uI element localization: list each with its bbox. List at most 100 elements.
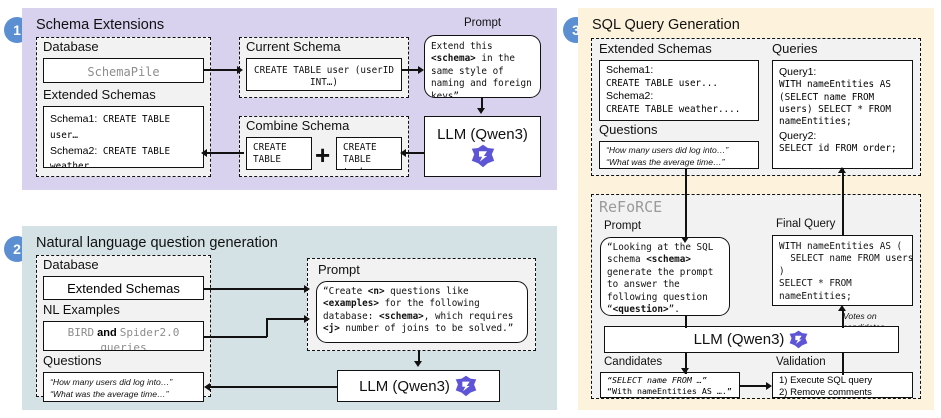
- panel3-final-query-text: WITH nameEntities AS ( SELECT name FROM …: [779, 241, 913, 302]
- panel-schema-extensions: Schema Extensions Database SchemaPile Ex…: [22, 8, 557, 190]
- arrow-finalquery-to-queries-head: [838, 167, 846, 173]
- panel2-prompt-label: Prompt: [318, 262, 360, 277]
- panel1-database-value-box: SchemaPile: [43, 58, 204, 83]
- arrow-schemas-to-prompt-head: [304, 285, 310, 293]
- arrow-nl-to-prompt-a: [204, 336, 267, 338]
- arrow-prompt-to-llm-head: [414, 361, 422, 367]
- panel2-questions-box: “How many users did log into…” “What was…: [43, 372, 204, 402]
- arrow-llm-to-combine-head: [400, 149, 406, 157]
- panel1-title: Schema Extensions: [36, 17, 165, 33]
- arrow-llm-to-questions-head: [204, 383, 210, 391]
- panel1-prompt-box: Extend this <schema> in the same style o…: [424, 35, 541, 98]
- panel3-llm-box: LLM (Qwen3): [604, 326, 899, 353]
- arrow-schemas-to-prompt3: [685, 169, 687, 240]
- panel3-validation-label: Validation: [776, 356, 826, 368]
- panel1-current-schema-box: CREATE TABLE user (userID INT…): [246, 58, 402, 91]
- arrow-combine-to-extended: [206, 152, 244, 154]
- arrow-validation-to-llm: [842, 353, 844, 375]
- panel3-llm-label: LLM (Qwen3): [693, 331, 785, 348]
- panel3-title: SQL Query Generation: [592, 17, 740, 33]
- panel3-final-query-label: Final Query: [776, 218, 836, 230]
- panel3-candidates-label: Candidates: [604, 356, 663, 368]
- panel2-questions-label: Questions: [43, 353, 102, 368]
- panel2-database-label: Database: [43, 257, 99, 272]
- arrow-nl-to-prompt-c: [266, 318, 305, 320]
- arrow-llm-to-finalquery: [842, 308, 844, 328]
- panel3-prompt-text: “Looking at the SQL schema <schema> gene…: [607, 242, 714, 316]
- qwen-logo-icon: [790, 330, 808, 349]
- arrow-db-to-current-head: [237, 66, 243, 74]
- arrow-llm-to-candidates: [685, 353, 687, 374]
- arrow-current-to-prompt-head: [418, 66, 424, 74]
- arrow-prompt-to-llm: [418, 351, 420, 363]
- panel3-prompt-box: “Looking at the SQL schema <schema> gene…: [600, 237, 730, 316]
- panel3-validation-step-1: 1) Execute SQL query: [779, 375, 873, 386]
- panel2-llm-label: LLM (Qwen3): [359, 377, 450, 395]
- arrow-schemas-to-prompt3-head: [681, 237, 689, 243]
- panel3-candidate-1: “SELECT name FROM …”: [607, 375, 707, 385]
- panel3-query2-value: SELECT id FROM order;: [779, 142, 897, 154]
- panel2-nl-examples-label: NL Examples: [43, 302, 120, 317]
- panel1-schema1-key: Schema1:: [50, 113, 98, 125]
- panel1-schema2-value: CREATE TABLE weather…: [50, 145, 171, 168]
- panel1-schema2-key: Schema2:: [50, 144, 98, 157]
- panel3-question-2: “What was the average time…”: [606, 157, 725, 168]
- panel3-prompt-label: Prompt: [604, 220, 642, 232]
- arrow-candidates-to-validation: [740, 385, 768, 387]
- panel2-nl-examples-text: BIRD and Spider2.0 queries: [67, 326, 180, 351]
- panel-sql-query-generation: SQL Query Generation Extended Schemas Sc…: [578, 8, 934, 410]
- panel1-prompt-label: Prompt: [464, 17, 502, 29]
- panel3-questions-box: “How many users did log into…” “What was…: [599, 141, 759, 169]
- arrow-schemas-to-prompt: [204, 288, 305, 290]
- panel3-extended-schemas-label: Extended Schemas: [599, 41, 712, 56]
- panel3-extended-schemas-box: Schema1: CREATE TABLE user... Schema2: C…: [599, 60, 759, 121]
- panel1-plus-sign: +: [315, 140, 331, 170]
- arrow-finalquery-to-queries: [842, 169, 844, 236]
- panel3-validation-step-2: 2) Remove comments: [779, 386, 872, 398]
- panel3-final-query-box: WITH nameEntities AS ( SELECT name FROM …: [772, 235, 913, 306]
- panel3-schema1-value: CREATE TABLE user...: [606, 77, 718, 89]
- panel3-schema2-key: Schema2:: [606, 90, 654, 103]
- panel3-reforce-label: ReFoRCE: [599, 198, 663, 216]
- panel1-combine-left-box: CREATE TABLE user (userID INT…: [246, 137, 312, 170]
- panel1-prompt-text: Extend this <schema> in the same style o…: [431, 41, 532, 98]
- panel1-combine-right: CREATE TABLE task (taskId…: [343, 142, 377, 169]
- arrow-combine-to-extended-head: [201, 149, 207, 157]
- panel1-combine-right-box: CREATE TABLE task (taskId…: [336, 137, 402, 170]
- panel1-llm-box: LLM (Qwen3): [424, 116, 541, 177]
- arrow-llm-to-finalquery-head: [838, 305, 846, 311]
- panel2-database-value-box: Extended Schemas: [43, 276, 204, 300]
- panel1-database-value: SchemaPile: [87, 65, 160, 79]
- arrow-prompt-to-llm-head: [477, 108, 485, 114]
- panel3-question-1: “How many users did log into…”: [606, 145, 729, 155]
- panel1-llm-label: LLM (Qwen3): [437, 125, 528, 143]
- panel2-database-value: Extended Schemas: [67, 281, 180, 296]
- arrow-candidates-to-validation-head: [766, 382, 772, 390]
- panel1-database-label: Database: [43, 39, 99, 54]
- panel2-prompt-box: “Create <n> questions like <examples> fo…: [316, 281, 528, 343]
- panel3-query1-key: Query1:: [779, 66, 817, 78]
- panel1-current-schema-value: CREATE TABLE user (userID INT…): [254, 65, 394, 89]
- panel2-prompt-text: “Create <n> questions like <examples> fo…: [323, 286, 514, 335]
- panel1-combine-left: CREATE TABLE user (userID INT…: [253, 142, 287, 169]
- arrow-current-to-prompt: [402, 69, 422, 71]
- qwen-logo-icon: [471, 144, 494, 167]
- arrow-prompt-to-llm: [481, 98, 483, 110]
- arrow-nl-to-prompt-head: [304, 315, 310, 323]
- arrow-llm-to-questions: [209, 386, 337, 388]
- arrow-prompt-to-llm3: [685, 316, 687, 328]
- panel3-queries-box: Query1: WITH nameEntities AS (SELECT nam…: [772, 60, 913, 169]
- panel3-validation-box: 1) Execute SQL query 2) Remove comments: [772, 372, 913, 398]
- arrow-db-to-current: [204, 69, 237, 71]
- panel-nl-question-generation: Natural language question generation Dat…: [22, 226, 557, 410]
- panel2-question-1: “How many users did log into…”: [50, 377, 173, 387]
- arrow-nl-to-prompt-b: [266, 318, 268, 337]
- panel3-query2-key: Query2:: [779, 129, 817, 142]
- panel3-queries-label: Queries: [772, 41, 818, 56]
- panel2-title: Natural language question generation: [36, 235, 278, 251]
- panel3-schema2-value: CREATE TABLE weather....: [606, 103, 741, 115]
- panel2-nl-examples-box: BIRD and Spider2.0 queries: [43, 321, 204, 351]
- panel3-query1-value: WITH nameEntities AS (SELECT name FROM u…: [779, 79, 891, 128]
- panel1-current-schema-label: Current Schema: [246, 39, 341, 54]
- panel3-candidates-box: “SELECT name FROM …” “With nameEntities …: [600, 372, 740, 398]
